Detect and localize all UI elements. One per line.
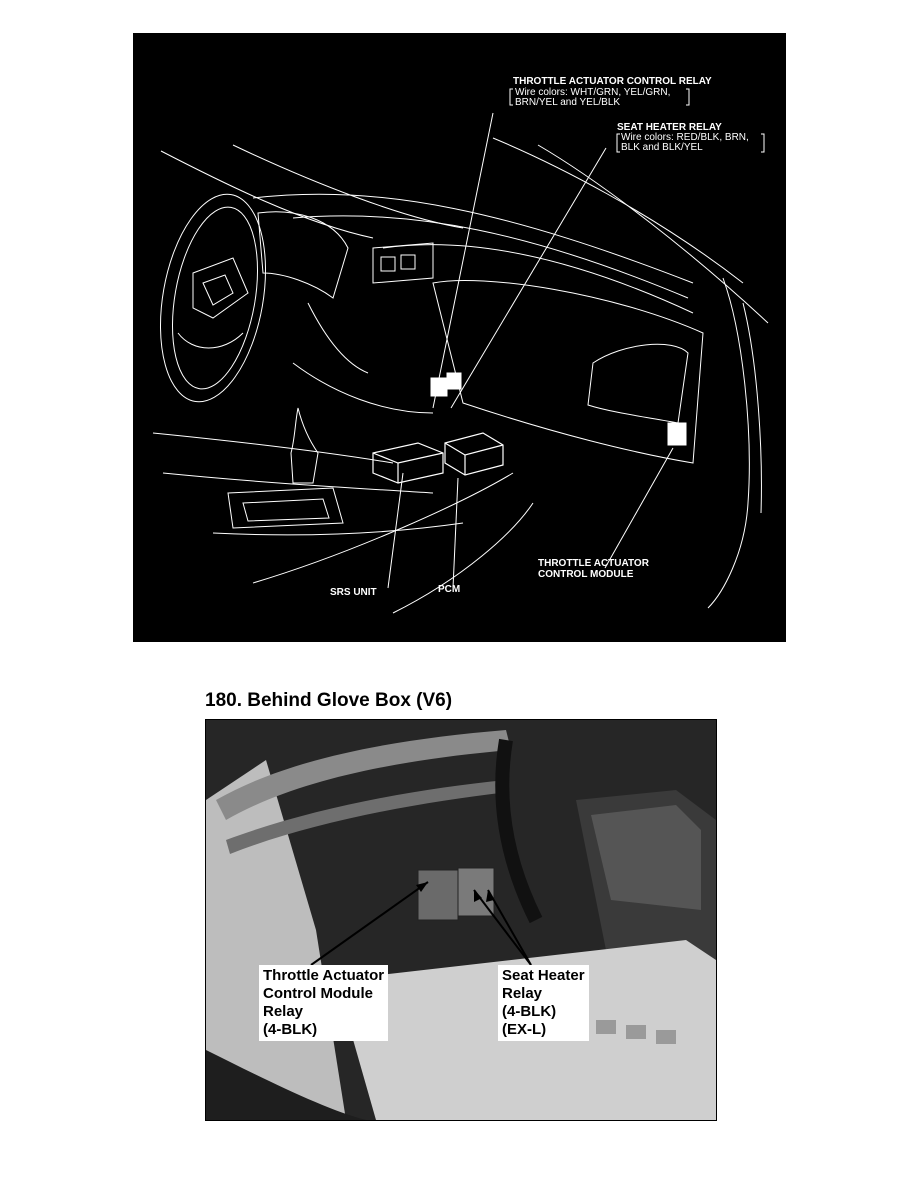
callout-line: Relay — [263, 1003, 304, 1020]
throttle-actuator-relay-wires-line2: BRN/YEL and YEL/BLK — [515, 97, 620, 108]
seat-heater-relay-label: SEAT HEATER RELAY — [617, 122, 722, 133]
section-title: 180. Behind Glove Box (V6) — [205, 690, 453, 711]
glove-box-photo: Throttle Actuator Control Module Relay (… — [205, 719, 717, 1121]
callout-line: Seat Heater — [502, 967, 585, 984]
callout-line: (4-BLK) — [263, 1021, 318, 1038]
throttle-actuator-module-label-line1: THROTTLE ACTUATOR — [538, 558, 650, 569]
seat-heater-relay-wires-line1: Wire colors: RED/BLK, BRN, — [621, 132, 749, 143]
dashboard-line-art: THROTTLE ACTUATOR CONTROL RELAY Wire col… — [152, 76, 769, 614]
seat-heater-relay-callout: Seat Heater Relay (4-BLK) (EX-L) — [498, 965, 589, 1041]
callout-line: Control Module — [263, 985, 373, 1002]
throttle-actuator-relay-label: THROTTLE ACTUATOR CONTROL RELAY — [513, 76, 712, 87]
throttle-actuator-relay-callout: Throttle Actuator Control Module Relay (… — [259, 965, 389, 1041]
throttle-actuator-module-label-line2: CONTROL MODULE — [538, 569, 634, 580]
callout-line: (EX-L) — [502, 1021, 547, 1038]
srs-unit-label: SRS UNIT — [330, 587, 377, 598]
pcm-label: PCM — [438, 584, 460, 595]
throttle-actuator-relay-wires-line1: Wire colors: WHT/GRN, YEL/GRN, — [515, 87, 670, 98]
photo-rendering — [206, 720, 716, 1120]
seat-heater-relay-wires-line2: BLK and BLK/YEL — [621, 142, 703, 153]
callout-line: Relay — [502, 985, 543, 1002]
dashboard-diagram: THROTTLE ACTUATOR CONTROL RELAY Wire col… — [133, 33, 786, 642]
callout-line: Throttle Actuator — [263, 967, 385, 984]
callout-line: (4-BLK) — [502, 1003, 557, 1020]
